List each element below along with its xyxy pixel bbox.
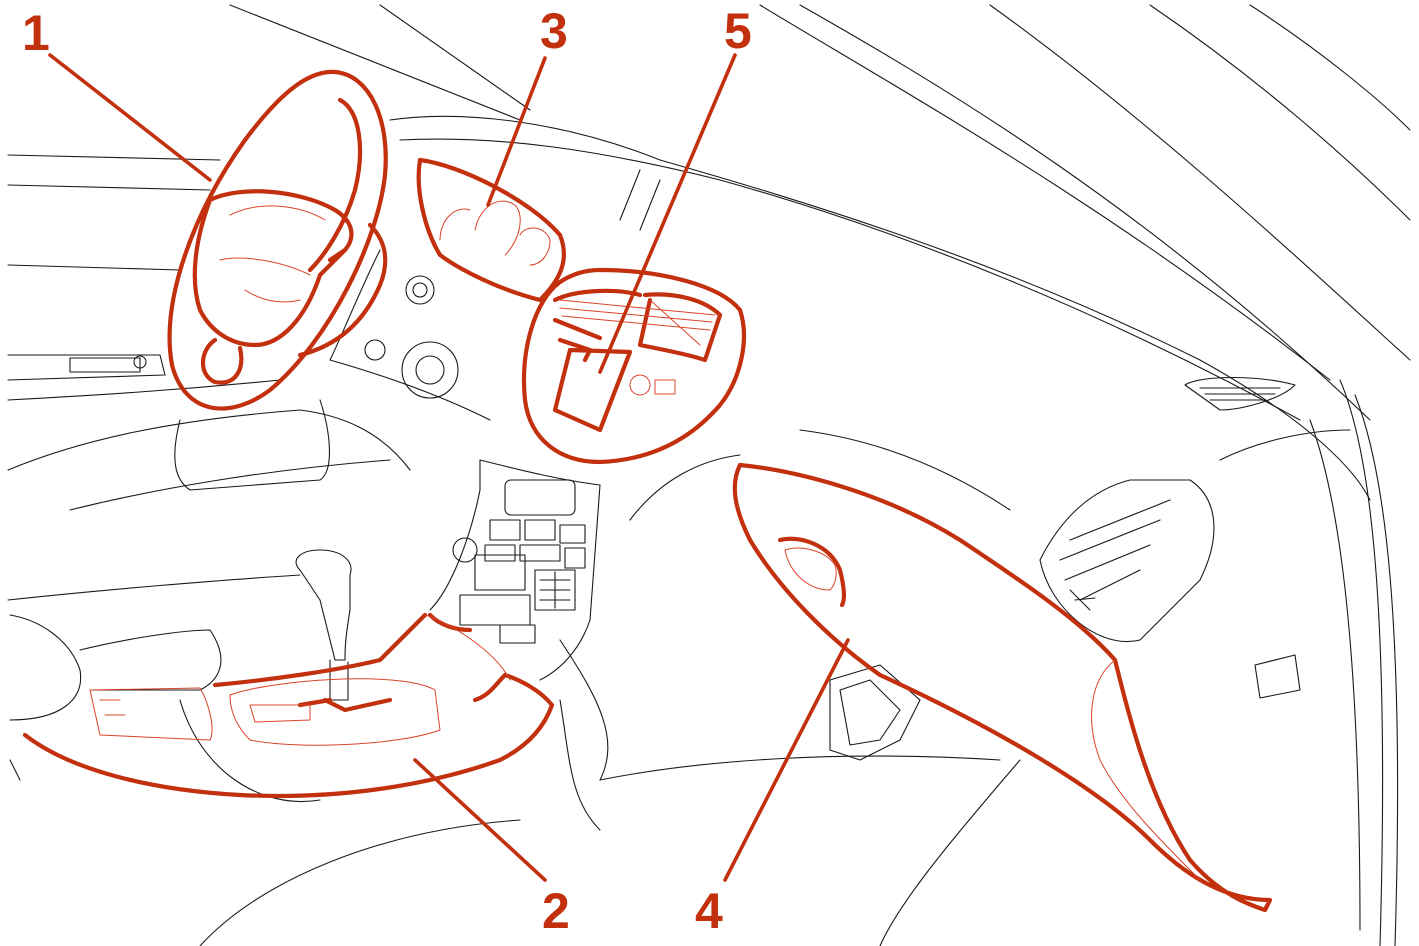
glovebox <box>732 462 1273 913</box>
callout-4: 4 <box>695 883 723 939</box>
center-display-unit <box>522 267 747 465</box>
leader-line-4 <box>723 638 850 882</box>
leader-line-3 <box>486 56 547 207</box>
steering-wheel <box>167 69 388 411</box>
callout-5: 5 <box>724 3 752 59</box>
leader-line-5 <box>598 53 737 374</box>
leader-lines <box>48 53 850 882</box>
callout-3: 3 <box>540 3 568 59</box>
leader-line-2 <box>413 758 547 882</box>
callout-1: 1 <box>22 5 50 61</box>
highlighted-components <box>22 69 1273 913</box>
instrument-cluster <box>416 157 566 303</box>
callout-2: 2 <box>542 883 570 939</box>
interior-line-art <box>7 4 1411 946</box>
lower-console-trim <box>22 612 555 799</box>
leader-line-1 <box>48 53 212 182</box>
callout-labels: 1 2 3 4 5 <box>22 3 752 939</box>
